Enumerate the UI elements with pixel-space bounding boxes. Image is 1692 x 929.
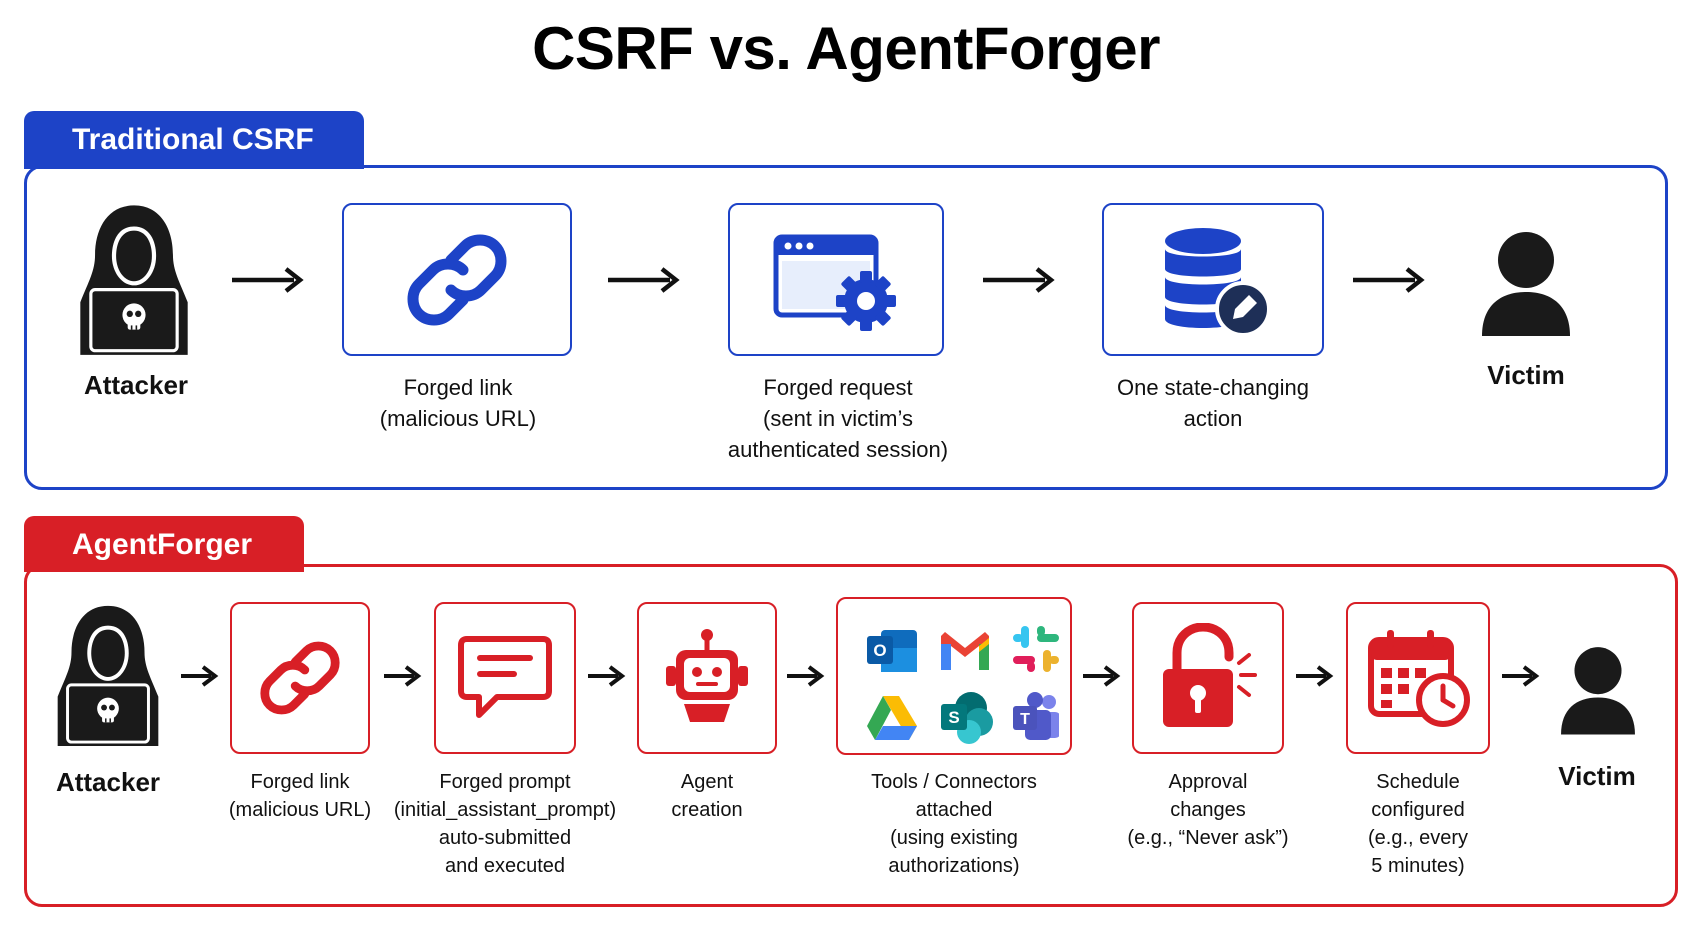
teams-letter: T <box>1020 711 1030 728</box>
agentforger-tab-label: AgentForger <box>72 528 252 561</box>
arrow-icon <box>983 265 1057 295</box>
agentforger-step-1-label: Forged link (malicious URL) <box>228 771 372 821</box>
csrf-tab: Traditional CSRF <box>24 111 364 169</box>
google-drive-icon <box>867 696 917 740</box>
database-edit-icon <box>1165 227 1271 337</box>
outlook-letter: O <box>873 641 886 660</box>
arrow-icon <box>608 265 682 295</box>
agentforger-victim-label: Victim <box>1558 761 1636 791</box>
arrow-icon <box>787 665 823 687</box>
arrow-icon <box>384 665 420 687</box>
agentforger-step-4-label: Tools / Connectors attached (using exist… <box>871 771 1037 877</box>
forged-link-box <box>342 203 572 356</box>
agentforger-step-3-label: Agent creation <box>671 771 743 821</box>
victim-person-icon <box>1561 647 1635 735</box>
forged-request-box <box>728 203 944 356</box>
arrow-icon <box>1083 665 1119 687</box>
state-changing-action-box <box>1102 203 1324 356</box>
csrf-step-3-label: One state-changing action <box>1116 375 1310 431</box>
arrow-icon <box>1502 665 1538 687</box>
link-icon <box>407 234 507 325</box>
outlook-icon: O <box>867 630 917 672</box>
arrow-icon <box>588 665 624 687</box>
robot-icon <box>666 629 748 722</box>
calendar-clock-icon <box>1368 630 1470 727</box>
teams-icon: T <box>1013 692 1059 740</box>
agentforger-attacker-label: Attacker <box>55 767 161 797</box>
sharepoint-icon: S <box>941 692 993 744</box>
agentforger-tab: AgentForger <box>24 516 304 572</box>
csrf-attacker-label: Attacker <box>83 370 189 400</box>
arrow-icon <box>1296 665 1332 687</box>
csrf-step-2-label: Forged request (sent in victim’s authent… <box>727 375 949 462</box>
slack-icon <box>1013 626 1059 672</box>
agentforger-step-5-label: Approval changes (e.g., “Never ask”) <box>1127 771 1289 849</box>
csrf-tab-label: Traditional CSRF <box>72 123 314 156</box>
hacker-icon <box>56 604 160 748</box>
unlocked-padlock-icon <box>1163 623 1257 727</box>
schedule-box <box>1346 602 1490 754</box>
browser-gear-icon <box>773 234 896 331</box>
arrow-icon <box>181 665 217 687</box>
victim-person-icon <box>1482 232 1570 336</box>
chat-bubble-icon <box>458 636 552 718</box>
sharepoint-letter: S <box>948 708 959 727</box>
arrow-icon <box>232 265 306 295</box>
csrf-victim-label: Victim <box>1487 360 1565 390</box>
hacker-icon <box>78 203 190 357</box>
page-title: CSRF vs. AgentForger <box>532 15 1160 82</box>
connectors-grid-icon: O <box>867 626 1059 744</box>
forged-link-box <box>230 602 370 754</box>
approval-changes-box <box>1132 602 1284 754</box>
arrow-icon <box>1353 265 1427 295</box>
connectors-box: O <box>836 597 1072 755</box>
agentforger-step-2-label: Forged prompt (initial_assistant_prompt)… <box>393 771 617 877</box>
forged-prompt-box <box>434 602 576 754</box>
gmail-icon <box>941 632 989 670</box>
agent-creation-box <box>637 602 777 754</box>
csrf-step-1-label: Forged link (malicious URL) <box>379 375 537 431</box>
agentforger-step-6-label: Schedule configured (e.g., every 5 minut… <box>1367 771 1469 877</box>
link-icon <box>260 641 340 715</box>
